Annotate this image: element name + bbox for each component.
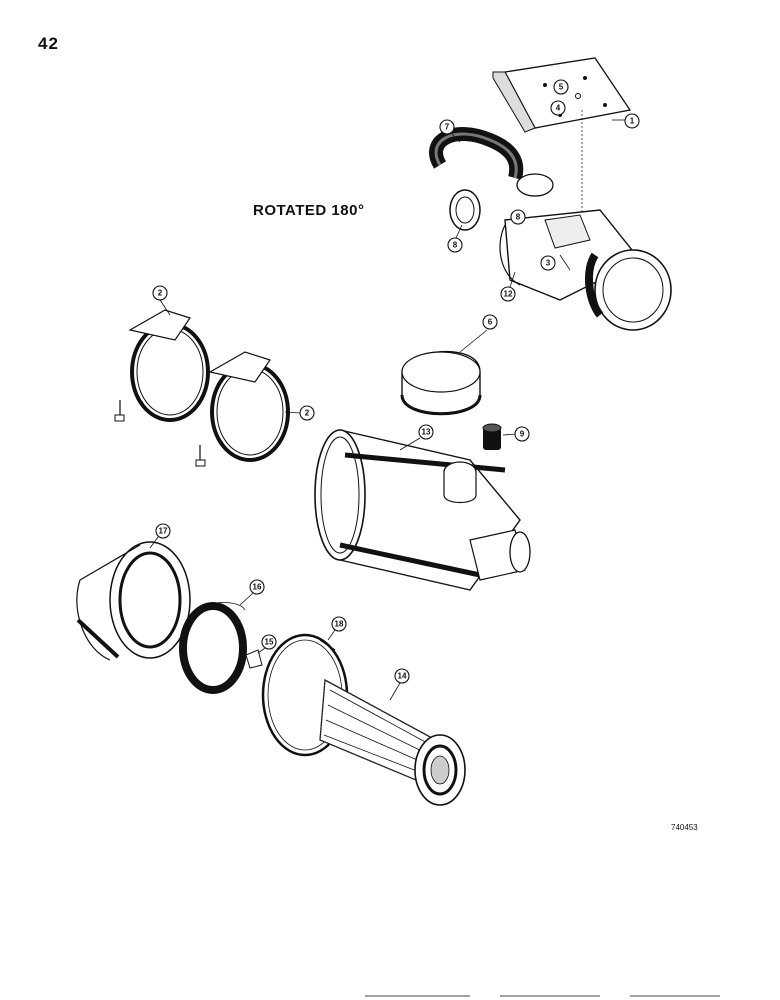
callout-6: 6 — [459, 314, 498, 353]
callout-12: 12 — [500, 271, 516, 302]
svg-text:2: 2 — [305, 409, 310, 418]
callout-13: 13 — [399, 424, 434, 451]
svg-text:18: 18 — [335, 620, 344, 629]
cover-cap — [400, 351, 482, 416]
dust-valve — [482, 423, 502, 450]
callout-18: 18 — [327, 616, 347, 641]
callout-8b: 8 — [510, 209, 526, 225]
callout-7: 7 — [439, 119, 461, 143]
callout-2a: 2 — [152, 285, 171, 316]
callout-1: 1 — [612, 113, 640, 129]
svg-text:15: 15 — [265, 638, 274, 647]
svg-text:9: 9 — [520, 430, 525, 439]
callout-16: 16 — [239, 579, 265, 606]
wing-nut — [245, 649, 263, 669]
svg-text:17: 17 — [159, 527, 168, 536]
svg-text:2: 2 — [158, 289, 163, 298]
svg-text:16: 16 — [253, 583, 262, 592]
callout-2b: 2 — [284, 405, 315, 421]
callout-8a: 8 — [447, 224, 463, 253]
callout-4: 4 — [550, 100, 566, 116]
filter-element — [319, 678, 466, 806]
svg-text:7: 7 — [445, 123, 450, 132]
svg-text:12: 12 — [504, 290, 513, 299]
svg-text:8: 8 — [453, 241, 458, 250]
dust-cup — [76, 541, 191, 661]
callout-5: 5 — [553, 79, 569, 95]
svg-text:14: 14 — [398, 672, 407, 681]
baffle-ring — [179, 602, 247, 694]
svg-text:6: 6 — [488, 318, 493, 327]
air-cleaner-body — [314, 429, 531, 591]
svg-text:8: 8 — [516, 213, 521, 222]
svg-text:13: 13 — [422, 428, 431, 437]
callout-3: 3 — [540, 255, 556, 271]
svg-text:5: 5 — [559, 83, 564, 92]
callout-15: 15 — [257, 634, 277, 654]
callout-9: 9 — [502, 426, 530, 442]
page-number: 42 — [38, 34, 59, 53]
mounting-band-left — [114, 309, 210, 422]
figure-id: 740453 — [671, 823, 698, 832]
svg-text:1: 1 — [630, 117, 635, 126]
callout-14: 14 — [389, 668, 410, 701]
svg-text:4: 4 — [556, 104, 561, 113]
rotated-label: ROTATED 180° — [253, 202, 365, 219]
callout-17: 17 — [149, 523, 171, 549]
svg-text:3: 3 — [546, 259, 551, 268]
air-cleaner-assembly — [429, 127, 672, 331]
